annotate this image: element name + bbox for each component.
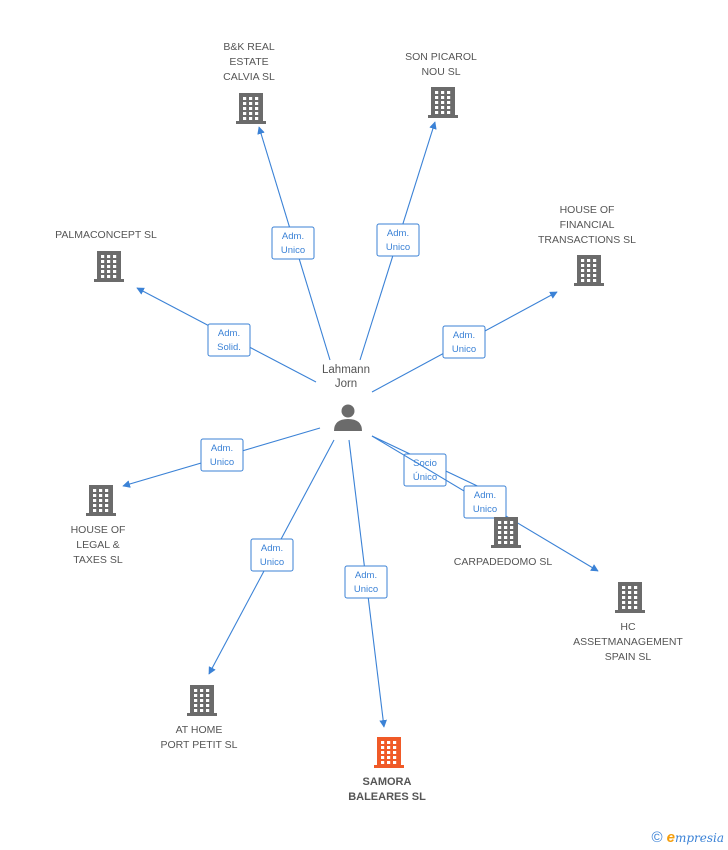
company-name-line: HC [620,621,636,633]
company-name-line: LEGAL & [76,539,119,551]
company-name-line: BALEARES SL [348,791,426,803]
building-icon [94,251,124,282]
building-icon [615,582,645,613]
relation-label-text: Adm. [261,543,283,554]
company-name-line: SON PICAROL [405,51,477,63]
relation-label-text: Solid. [217,342,241,353]
relation-label-text: Adm. [453,330,475,341]
company-name-line: ESTATE [229,56,268,68]
relation-label-text: Unico [452,344,476,355]
relation-label-box[interactable] [250,538,294,572]
relation-label-text: Unico [386,242,410,253]
company-node-palmaconcept[interactable]: PALMACONCEPT SL [55,229,157,282]
company-node-carpadedomo[interactable]: CARPADEDOMO SL [454,517,553,568]
brand-name: mpresia [674,831,724,845]
company-name-line: AT HOME [176,724,223,736]
relation-label-text: Único [413,472,437,483]
building-icon [491,517,521,548]
company-name-line: SAMORA [363,776,412,788]
relation-label-box[interactable] [207,323,251,357]
edge-hc-asset[interactable]: Adm. Unico [371,435,599,572]
relation-label-box[interactable] [271,226,315,260]
company-name-line: PALMACONCEPT SL [55,229,157,241]
brand-initial: e [666,829,675,846]
edge-house-legal[interactable]: Adm. Unico [122,427,321,488]
building-icon [428,87,458,118]
edges-layer: Adm.UnicoAdm.UnicoAdm.Solid.Adm.UnicoAdm… [122,121,599,728]
edge-samora[interactable]: Adm. Unico [344,439,388,728]
nodes-layer: B&K REAL ESTATE CALVIA SL SON PICAROL NOU SL… [55,41,683,803]
edge-at-home[interactable]: Adm. Unico [208,439,335,675]
company-name-line: PORT PETIT SL [160,739,237,751]
relation-label-text: Unico [260,557,284,568]
copyright-icon: © [651,829,663,846]
relation-label-text: Unico [210,457,234,468]
company-name-line: B&K REAL [223,41,275,53]
relation-label-text: Adm. [218,328,240,339]
company-name-line: CALVIA SL [223,71,275,83]
company-name-line: ASSETMANAGEMENT [573,636,683,648]
relation-label-box[interactable] [442,325,486,359]
building-icon [236,93,266,124]
relation-label-box[interactable] [344,565,388,599]
company-name-line: TRANSACTIONS SL [538,234,636,246]
person-name-line: Lahmann [322,364,370,376]
relation-label-box[interactable] [200,438,244,472]
company-name-line: FINANCIAL [560,219,615,231]
relation-label-text: Adm. [282,231,304,242]
company-node-son-picarol[interactable]: SON PICAROL NOU SL [405,51,477,118]
building-icon [187,685,217,716]
relation-label-box[interactable] [463,485,507,519]
building-icon [374,737,404,768]
edge-son-picarol[interactable]: Adm. Unico [359,121,437,361]
company-node-samora[interactable]: SAMORA BALEARES SL [348,737,426,803]
company-node-at-home[interactable]: AT HOME PORT PETIT SL [160,685,238,751]
company-name-line: NOU SL [421,66,460,78]
footer-brand[interactable]: © empresia [652,829,724,846]
company-name-line: SPAIN SL [605,651,652,663]
company-name-line: TAXES SL [73,554,123,566]
company-name-line: CARPADEDOMO SL [454,556,553,568]
edge-bk-real-estate[interactable]: Adm. Unico [257,126,331,361]
company-node-house-financial[interactable]: HOUSE OF FINANCIAL TRANSACTIONS SL [538,204,636,286]
company-node-bk-real-estate[interactable]: B&K REAL ESTATE CALVIA SL [223,41,275,124]
company-node-hc-asset[interactable]: HC ASSETMANAGEMENT SPAIN SL [573,582,683,663]
relation-label-text: Socio [413,458,437,469]
company-node-house-legal[interactable]: HOUSE OF LEGAL & TAXES SL [71,485,126,566]
edge-palmaconcept[interactable]: Adm. Solid. [136,287,317,383]
person-name-line: Jorn [335,378,357,390]
building-icon [86,485,116,516]
company-name-line: HOUSE OF [560,204,615,216]
relation-label-text: Unico [354,584,378,595]
building-icon [574,255,604,286]
relation-label-text: Adm. [474,490,496,501]
relation-label-text: Unico [473,504,497,515]
person-icon [334,404,362,431]
relation-label-text: Adm. [211,443,233,454]
company-name-line: HOUSE OF [71,524,126,536]
edge-house-financial[interactable]: Adm. Unico [371,291,558,393]
relation-label-text: Adm. [387,228,409,239]
relation-label-box[interactable] [376,223,420,257]
relation-label-text: Adm. [355,570,377,581]
relation-label-text: Unico [281,245,305,256]
